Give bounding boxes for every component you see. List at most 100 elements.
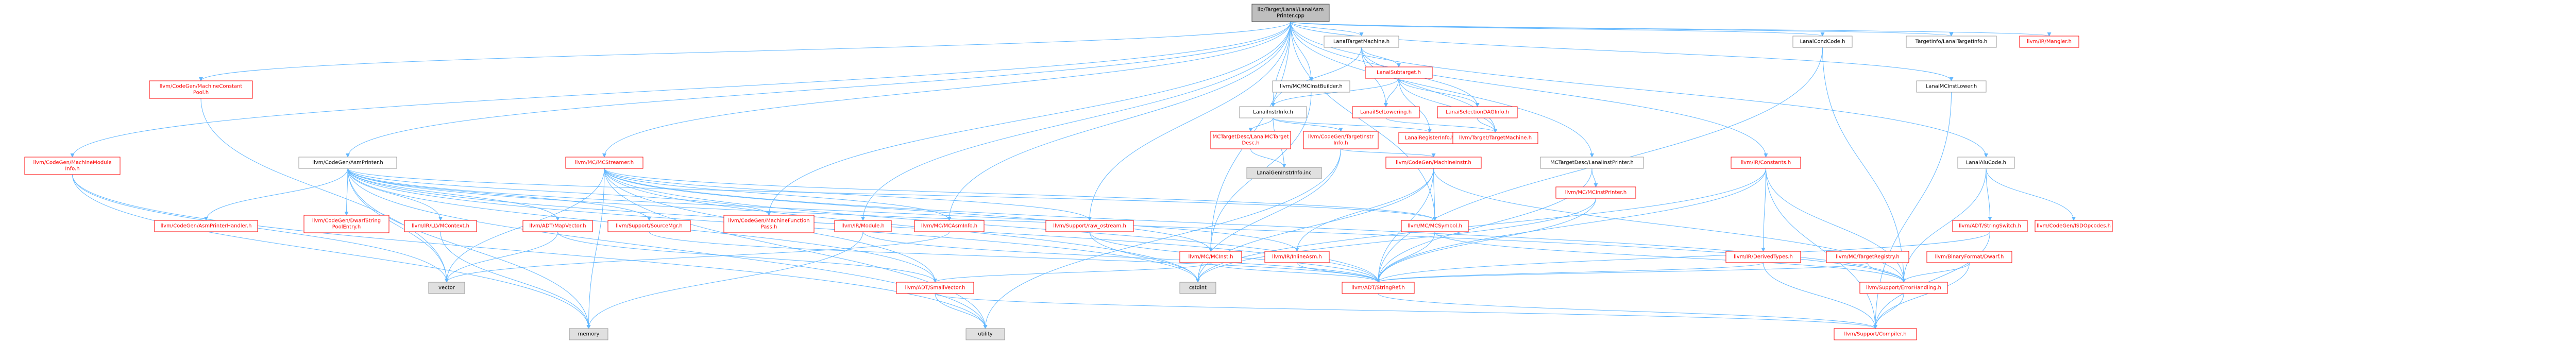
node-label: llvm/MC/MCInstPrinter.h (1565, 190, 1626, 196)
node-box (723, 215, 815, 233)
node-label: llvm/Support/raw_ostream.h (1053, 224, 1126, 229)
node-instprinter[interactable]: MCTargetDesc/LanaiInstPrinter.h (1540, 157, 1644, 169)
edge-mcinst-to-smallvec (933, 262, 1211, 283)
node-smgr[interactable]: llvm/Support/SourceMgr.h (607, 220, 691, 232)
node-rawos[interactable]: llvm/Support/raw_ostream.h (1045, 220, 1134, 232)
node-label: lib/Target/Lanai/LanaiAsm (1258, 7, 1324, 13)
edge-rawos-to-cstdint (1089, 231, 1200, 283)
edge-tinfo-to-minstr (1341, 148, 1436, 158)
node-strswitch[interactable]: llvm/ADT/StringSwitch.h (1952, 220, 2028, 232)
node-label: Pass.h (761, 225, 777, 230)
node-errh[interactable]: llvm/Support/ErrorHandling.h (1859, 282, 1948, 294)
node-asmph[interactable]: llvm/CodeGen/AsmPrinterHandler.h (154, 220, 258, 232)
node-box (1540, 157, 1644, 169)
node-subtgt[interactable]: LanaiSubtarget.h (1365, 66, 1433, 79)
node-ttm[interactable]: llvm/Target/TargetMachine.h (1452, 132, 1538, 144)
edge-asmp-to-dwarf (344, 168, 349, 216)
edge-isell-to-ttm (1385, 117, 1498, 133)
node-label: MCTargetDesc/LanaiMCTarget (1213, 134, 1289, 140)
node-memory[interactable]: memory (569, 328, 608, 340)
node-label: LanaiTargetMachine.h (1333, 39, 1389, 45)
edge-mcstreamer-to-errh (604, 168, 1906, 283)
edge-mcinstprinter-to-stringref (1376, 198, 1596, 283)
edge-asmp-to-memory (347, 168, 591, 329)
node-lcc[interactable]: LanaiCondCode.h (1792, 36, 1853, 48)
node-isd[interactable]: llvm/CodeGen/ISDOpcodes.h (2035, 220, 2113, 232)
node-label: LanaiInstrInfo.h (1253, 110, 1293, 115)
node-inlineasm[interactable]: llvm/IR/InlineAsm.h (1264, 251, 1330, 263)
node-label: llvm/IR/InlineAsm.h (1272, 254, 1322, 260)
node-mcinstprinter[interactable]: llvm/MC/MCInstPrinter.h (1555, 186, 1636, 199)
node-llvmctx[interactable]: llvm/IR/LLVMContext.h (404, 220, 477, 232)
node-label: llvm/IR/Constants.h (1741, 160, 1791, 166)
node-mangler[interactable]: llvm/IR/Mangler.h (2019, 36, 2079, 48)
node-box (1834, 328, 1917, 340)
edge-root-to-lcc (1290, 21, 1824, 37)
node-lii[interactable]: LanaiInstrInfo.h (1239, 106, 1307, 118)
node-vector[interactable]: vector (428, 282, 465, 294)
node-bfc[interactable]: llvm/BinaryFormat/Dwarf.h (1926, 251, 2012, 263)
node-mcsym[interactable]: llvm/MC/MCSymbol.h (1401, 220, 1469, 232)
node-asmp[interactable]: llvm/CodeGen/AsmPrinter.h (298, 157, 397, 169)
node-box (1045, 220, 1134, 232)
edge-constants-to-errh (1766, 168, 1906, 283)
node-treg[interactable]: llvm/MC/TargetRegistry.h (1826, 251, 1909, 263)
edge-constants-to-derived (1761, 168, 1766, 252)
node-seldag[interactable]: LanaiSelectionDAGInfo.h (1437, 106, 1518, 118)
edge-mcasm-to-vector (445, 231, 950, 283)
edge-root-to-mcasm (947, 21, 1291, 221)
node-minstr[interactable]: llvm/CodeGen/MachineInstr.h (1385, 157, 1482, 169)
node-mcstreamer[interactable]: llvm/MC/MCStreamer.h (565, 157, 643, 169)
node-label: llvm/CodeGen/MachineConstant (160, 84, 243, 90)
node-smallvec[interactable]: llvm/ADT/SmallVector.h (896, 282, 974, 294)
node-box (404, 220, 477, 232)
node-aluc[interactable]: LanaiAluCode.h (1957, 157, 2015, 169)
node-box (1916, 80, 1987, 93)
node-derived[interactable]: llvm/IR/DerivedTypes.h (1725, 251, 1801, 263)
node-isell[interactable]: LanaiISelLowering.h (1352, 106, 1420, 118)
node-box (1385, 157, 1482, 169)
node-ltm[interactable]: LanaiTargetMachine.h (1324, 36, 1399, 48)
node-constants[interactable]: llvm/IR/Constants.h (1731, 157, 1801, 169)
node-label: llvm/ADT/StringSwitch.h (1959, 224, 2021, 229)
edge-seldag-to-ttm (1477, 117, 1498, 133)
node-compiler[interactable]: llvm/Support/Compiler.h (1834, 328, 1917, 340)
node-label: Desc.h (1242, 141, 1259, 146)
node-mcasm[interactable]: llvm/MC/MCAsmInfo.h (914, 220, 985, 232)
node-regi[interactable]: LanaiRegisterInfo.h (1398, 132, 1461, 144)
edge-mcstreamer-to-mcasm (604, 168, 952, 221)
edge-root-to-aluc (1290, 21, 1988, 158)
node-tlti[interactable]: TargetInfo/LanaiTargetInfo.h (1906, 36, 1997, 48)
node-label: llvm/MC/MCInstBuilder.h (1280, 84, 1343, 90)
node-mcinst[interactable]: llvm/MC/MCInst.h (1179, 251, 1242, 263)
node-module[interactable]: llvm/IR/Module.h (834, 220, 892, 232)
node-mapv[interactable]: llvm/ADT/MapVector.h (522, 220, 593, 232)
edge-asmp-to-llvmctx (347, 168, 443, 221)
edge-mcsym-to-errh (1434, 231, 1906, 283)
node-label: llvm/MC/TargetRegistry.h (1836, 254, 1900, 260)
edge-lii-to-tdesc (1248, 117, 1274, 132)
node-utility[interactable]: utility (965, 328, 1005, 340)
node-box (965, 328, 1005, 340)
node-label: memory (578, 332, 600, 337)
node-label: utility (978, 332, 993, 337)
edge-strswitch-to-stringref (1376, 231, 1990, 283)
node-lmcil[interactable]: LanaiMCInstLower.h (1916, 80, 1987, 93)
edge-root-to-mcp (199, 21, 1291, 81)
edge-aluc-to-strswitch (1986, 168, 1992, 221)
node-mcib[interactable]: llvm/MC/MCInstBuilder.h (1272, 80, 1350, 93)
edge-bfc-to-compiler (1873, 262, 1970, 329)
node-geninc[interactable]: LanaiGenInstrInfo.inc (1246, 167, 1322, 179)
node-stringref[interactable]: llvm/ADT/StringRef.h (1342, 282, 1415, 294)
node-cstdint[interactable]: cstdint (1179, 282, 1216, 294)
node-label: llvm/ADT/SmallVector.h (905, 285, 965, 291)
node-box (1906, 36, 1997, 48)
node-label: llvm/ADT/StringRef.h (1351, 285, 1404, 291)
